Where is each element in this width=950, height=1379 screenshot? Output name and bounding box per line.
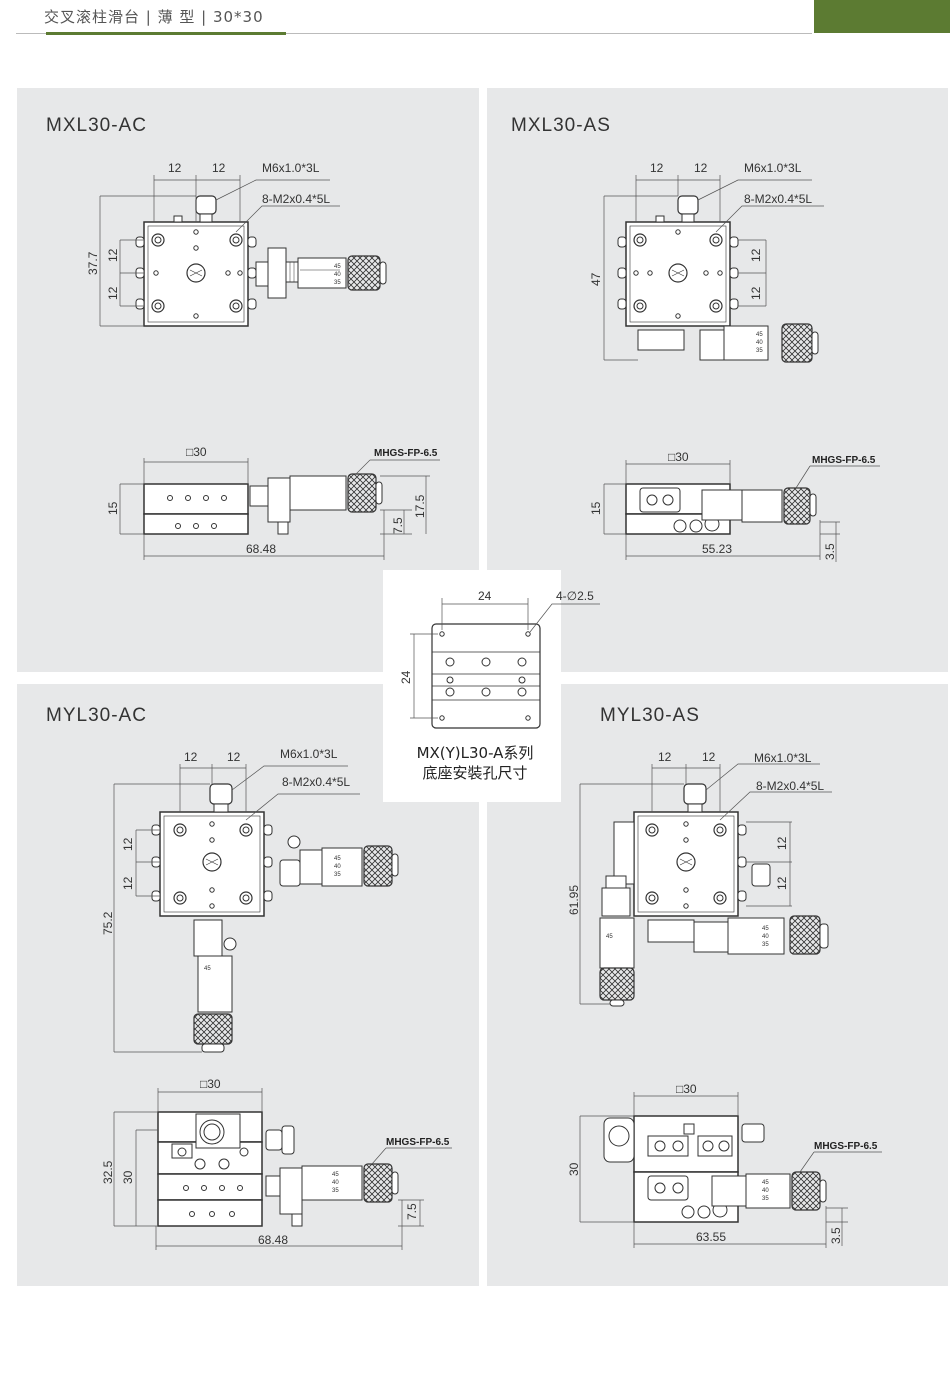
mxl30-as-dim-sq: □30 <box>668 450 689 464</box>
mxl30-ac-dim-v1: 12 <box>106 248 120 262</box>
mxl30-as-dim-v1: 12 <box>749 248 763 262</box>
mxl30-as-dim-v2: 12 <box>749 286 763 300</box>
mxl30-ac-dim-side-h: 15 <box>106 501 120 515</box>
myl30-as-dim-v2: 12 <box>775 876 789 890</box>
myl30-ac-dim-sq: □30 <box>200 1077 221 1091</box>
myl30-as-scale-45: 45 <box>762 926 769 932</box>
myl30-as-top-view: 45 40 35 45 12 12 M6x1.0*3L 8-M2x0.4*5L … <box>567 750 832 1007</box>
mxl30-ac-dim-w1: 12 <box>168 161 182 175</box>
mxl30-as-dim-w1: 12 <box>650 161 664 175</box>
myl30-as-side-view: 45 40 35 □30 MHGS-FP-6.5 30 63.55 3.5 <box>567 1082 882 1248</box>
mxl30-as-side-view: □30 MHGS-FP-6.5 15 55.23 3.5 <box>589 450 880 562</box>
mxl30-ac-dim-holes: 8-M2x0.4*5L <box>262 192 330 206</box>
header-rule <box>16 33 812 34</box>
panel-title-mxl30-as: MXL30-AS <box>511 115 611 136</box>
myl30-ac-dim-v2: 12 <box>121 876 135 890</box>
base-dim-w: 24 <box>478 589 492 603</box>
myl30-ac-dim-thread: M6x1.0*3L <box>280 747 338 761</box>
myl30-as-dim-h: 61.95 <box>567 885 581 915</box>
myl30-as-side-scale-40: 40 <box>762 1188 769 1194</box>
mxl30-ac-scale-40: 40 <box>334 272 341 278</box>
mxl30-ac-dim-v2: 12 <box>106 286 120 300</box>
myl30-ac-dim-total-l: 68.48 <box>258 1233 288 1247</box>
panel-title-myl30-as: MYL30-AS <box>600 705 700 726</box>
mxl30-ac-dim-d1: 7.5 <box>391 517 405 534</box>
mxl30-as-dim-holes: 8-M2x0.4*5L <box>744 192 812 206</box>
mxl30-ac-dim-d2: 17.5 <box>413 494 427 518</box>
myl30-ac-dim-h2: 32.5 <box>101 1160 115 1184</box>
base-caption-line2: 底座安裝孔尺寸 <box>422 764 528 782</box>
base-dim-h: 24 <box>399 670 413 684</box>
myl30-as-side-scale-35: 35 <box>762 1196 769 1202</box>
myl30-ac-dim-h: 75.2 <box>101 911 115 935</box>
myl30-ac-dim-w2: 12 <box>227 750 241 764</box>
myl30-ac-scale-45: 45 <box>334 856 341 862</box>
mxl30-ac-dim-sq: □30 <box>186 445 207 459</box>
mxl30-as-dim-d1: 3.5 <box>823 543 837 560</box>
myl30-ac-side-scale-45: 45 <box>332 1172 339 1178</box>
header-brand-block <box>814 0 950 33</box>
myl30-as-dim-sq: □30 <box>676 1082 697 1096</box>
mxl30-as-dim-total-l: 55.23 <box>702 542 732 556</box>
myl30-as-scale-35: 35 <box>762 942 769 948</box>
mxl30-as-dim-mhgs: MHGS-FP-6.5 <box>812 455 876 466</box>
mxl30-ac-dim-thread: M6x1.0*3L <box>262 161 320 175</box>
mxl30-as-dim-h: 47 <box>589 272 603 286</box>
panel-title-mxl30-ac: MXL30-AC <box>46 115 147 136</box>
mxl30-ac-top-view: 45 40 35 12 12 M6x1.0*3L 8-M2x0.4*5L 37.… <box>86 161 387 327</box>
myl30-as-dim-w1: 12 <box>658 750 672 764</box>
mxl30-ac-dim-mhgs: MHGS-FP-6.5 <box>374 448 438 459</box>
myl30-as-scale-v45: 45 <box>606 934 613 940</box>
myl30-ac-scale-40: 40 <box>334 864 341 870</box>
myl30-ac-dim-holes: 8-M2x0.4*5L <box>282 775 350 789</box>
myl30-ac-side-scale-40: 40 <box>332 1180 339 1186</box>
myl30-as-dim-total-l: 63.55 <box>696 1230 726 1244</box>
myl30-as-scale-40: 40 <box>762 934 769 940</box>
myl30-as-side-scale-45: 45 <box>762 1180 769 1186</box>
mxl30-ac-dim-w2: 12 <box>212 161 226 175</box>
mxl30-ac-scale-35: 35 <box>334 280 341 286</box>
myl30-ac-dim-v1: 12 <box>121 837 135 851</box>
myl30-ac-top-view: 45 40 35 45 12 12 M6x1.0*3L 8-M2x0.4*5L … <box>101 747 399 1053</box>
myl30-as-dim-w2: 12 <box>702 750 716 764</box>
myl30-as-dim-holes: 8-M2x0.4*5L <box>756 779 824 793</box>
page-header-title: 交叉滚柱滑台 | 薄 型 | 30*30 <box>44 8 264 26</box>
base-caption-line1: MX(Y)L30-A系列 <box>416 744 534 762</box>
myl30-ac-side-scale-35: 35 <box>332 1188 339 1194</box>
mxl30-as-scale-45: 45 <box>756 332 763 338</box>
base-dim-holes: 4-∅2.5 <box>556 589 594 603</box>
mxl30-ac-dim-total-l: 68.48 <box>246 542 276 556</box>
mxl30-as-dim-w2: 12 <box>694 161 708 175</box>
myl30-as-dim-d1: 3.5 <box>829 1227 843 1244</box>
mxl30-as-scale-35: 35 <box>756 348 763 354</box>
mxl30-ac-scale-45: 45 <box>334 264 341 270</box>
mxl30-as-dim-side-h: 15 <box>589 501 603 515</box>
myl30-ac-dim-d1: 7.5 <box>405 1203 419 1220</box>
myl30-as-dim-side-h: 30 <box>567 1162 581 1176</box>
myl30-ac-dim-w1: 12 <box>184 750 198 764</box>
header-accent-bar <box>46 32 286 35</box>
mxl30-ac-dim-h: 37.7 <box>86 251 100 275</box>
myl30-as-dim-thread: M6x1.0*3L <box>754 751 812 765</box>
myl30-ac-dim-mhgs: MHGS-FP-6.5 <box>386 1137 450 1148</box>
base-plate-drawing: 24 24 4-∅2.5 <box>399 589 600 729</box>
myl30-as-dim-v1: 12 <box>775 836 789 850</box>
mxl30-as-top-view: 45 40 35 12 12 M6x1.0*3L 8-M2x0.4*5L 47 … <box>589 161 824 363</box>
mxl30-as-dim-thread: M6x1.0*3L <box>744 161 802 175</box>
myl30-ac-dim-side-h: 30 <box>121 1170 135 1184</box>
myl30-ac-side-view: 45 40 35 □30 MHGS-FP-6.5 32.5 30 68.48 7… <box>101 1077 452 1250</box>
myl30-as-dim-mhgs: MHGS-FP-6.5 <box>814 1141 878 1152</box>
panel-title-myl30-ac: MYL30-AC <box>46 705 147 726</box>
mxl30-ac-side-view: □30 MHGS-FP-6.5 15 68.48 7.5 17.5 <box>106 445 440 560</box>
myl30-ac-scale-v45: 45 <box>204 966 211 972</box>
panel-mxl30-as <box>487 88 948 672</box>
myl30-ac-scale-35: 35 <box>334 872 341 878</box>
mxl30-as-scale-40: 40 <box>756 340 763 346</box>
